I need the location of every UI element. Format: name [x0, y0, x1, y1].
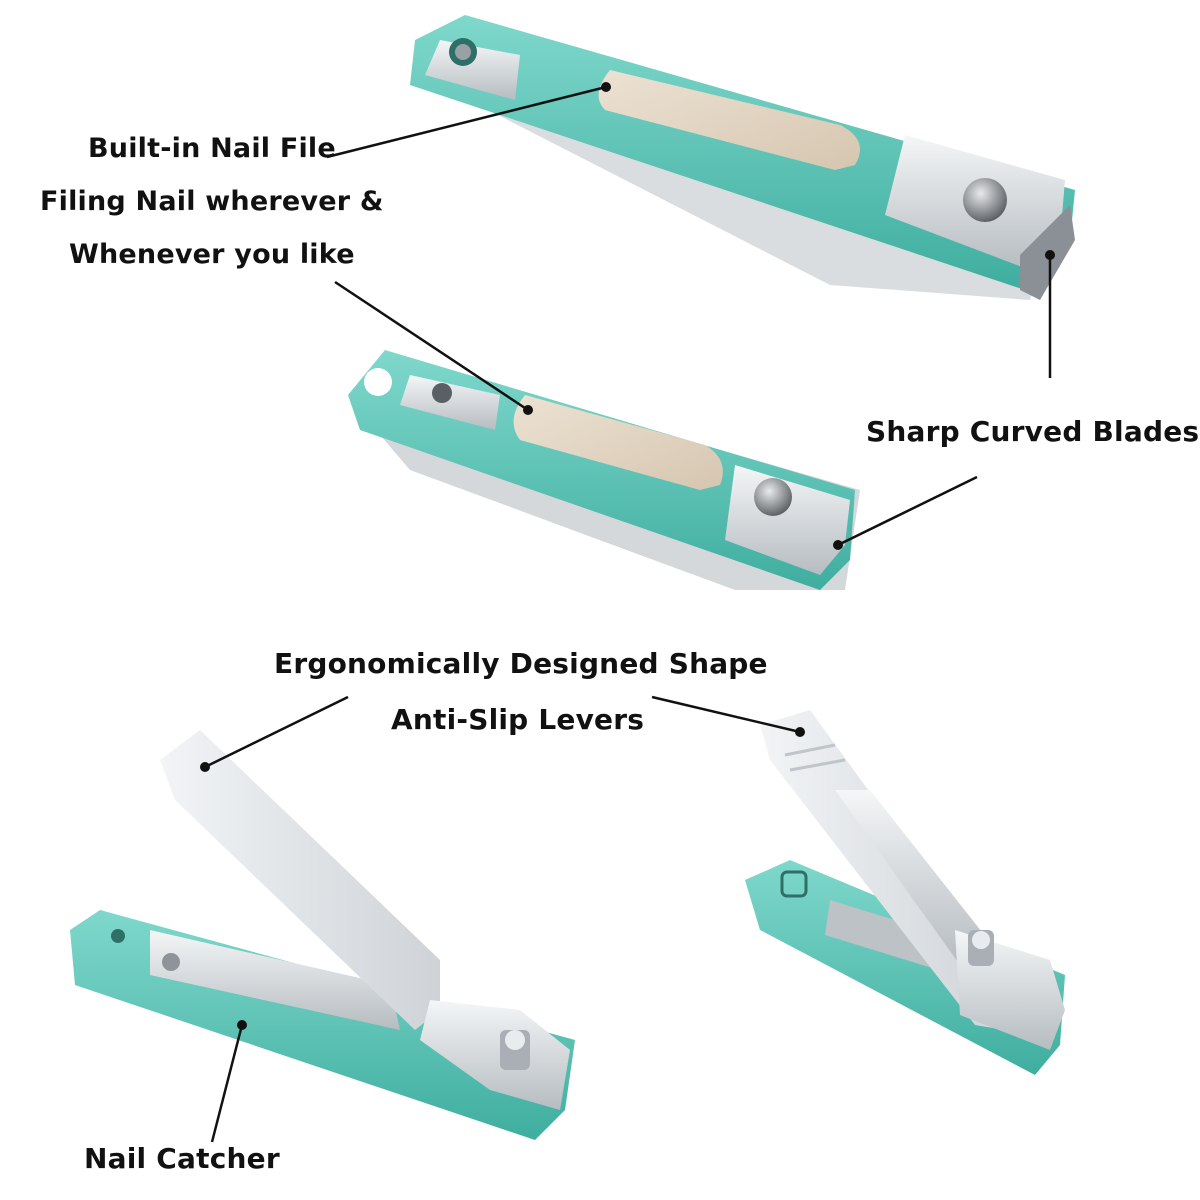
nail-catcher-label: Nail Catcher	[84, 1142, 280, 1175]
filing-label-line1: Filing Nail wherever &	[40, 186, 384, 217]
bottom-right-nail-clipper	[745, 710, 1065, 1075]
filing-label-line2: Whenever you like	[69, 239, 355, 270]
leader-line-catcher	[210, 1024, 244, 1143]
bottom-left-nail-clipper	[70, 730, 575, 1140]
sharp-blades-label: Sharp Curved Blades	[866, 415, 1200, 448]
leader-line-ergonomic	[204, 695, 349, 769]
nail-file-label: Built-in Nail File	[88, 133, 336, 164]
top-nail-clipper	[410, 15, 1075, 300]
leader-line-filing	[334, 280, 529, 412]
ergonomic-label: Ergonomically Designed Shape	[274, 647, 768, 680]
leader-lines	[204, 85, 1052, 1143]
leader-dots	[200, 82, 1055, 1030]
leader-line-nail-file	[326, 85, 607, 159]
middle-nail-clipper	[348, 350, 860, 590]
leader-line-blades-middle	[837, 475, 978, 547]
anti-slip-label: Anti-Slip Levers	[391, 703, 645, 736]
leader-line-anti-slip	[651, 695, 801, 734]
